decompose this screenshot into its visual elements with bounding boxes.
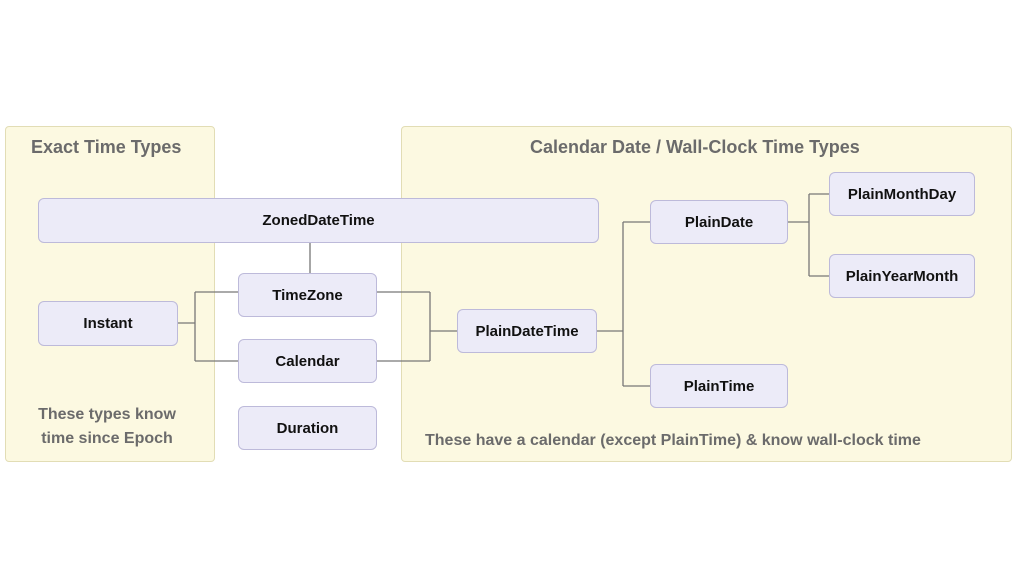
exact-time-types-note: These types know time since Epoch	[14, 403, 200, 451]
exact-time-types-region	[5, 126, 215, 462]
plain-date-time-node: PlainDateTime	[457, 309, 597, 353]
plain-year-month-node: PlainYearMonth	[829, 254, 975, 298]
connector-plaindatetime-plaindate-plaintime	[597, 221, 650, 387]
calendar-time-types-title: Calendar Date / Wall-Clock Time Types	[530, 137, 860, 157]
time-zone-node: TimeZone	[238, 273, 377, 317]
connector-plaindate-monthday-yearmonth	[788, 193, 829, 277]
calendar-time-types-note: These have a calendar (except PlainTime)…	[425, 432, 921, 449]
zoned-date-time-node: ZonedDateTime	[38, 198, 599, 243]
exact-note-line-1: These types know	[38, 406, 176, 423]
plain-date-node: PlainDate	[650, 200, 788, 244]
connector-instant-timezone-calendar	[178, 291, 238, 362]
duration-node: Duration	[238, 406, 377, 450]
plain-month-day-node: PlainMonthDay	[829, 172, 975, 216]
instant-node: Instant	[38, 301, 178, 346]
exact-time-types-title: Exact Time Types	[31, 137, 182, 157]
exact-note-line-2: time since Epoch	[41, 430, 173, 447]
connector-timezone-calendar-plaindatetime	[377, 291, 457, 362]
calendar-node: Calendar	[238, 339, 377, 383]
plain-time-node: PlainTime	[650, 364, 788, 408]
